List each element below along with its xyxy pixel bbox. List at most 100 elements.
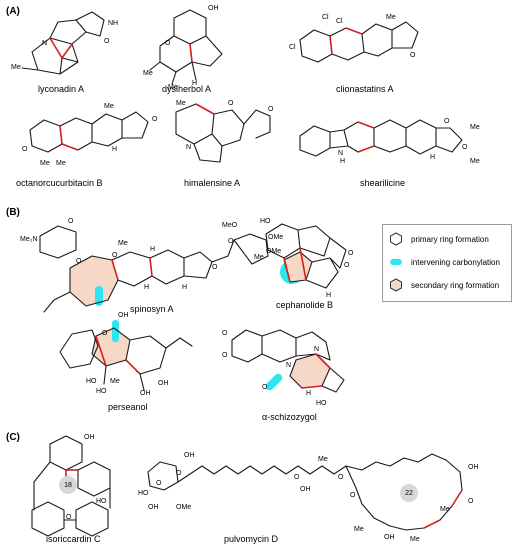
atom-label: H bbox=[182, 284, 188, 291]
atom-label: OMe bbox=[268, 234, 284, 241]
cephanolide-b-structure bbox=[265, 223, 347, 289]
atom-label: O bbox=[156, 480, 162, 487]
atom-label: OH bbox=[148, 504, 159, 511]
atom-label: Me bbox=[410, 536, 420, 543]
atom-label: Me bbox=[440, 506, 450, 513]
legend-item-secondary: secondary ring formation bbox=[389, 277, 499, 293]
atom-label: HO bbox=[96, 498, 107, 505]
schizozygol-secondary-ring-highlight bbox=[290, 354, 330, 388]
atom-label: MeO bbox=[222, 222, 238, 229]
pulvomycin-d-structure bbox=[147, 453, 463, 531]
perseanol-structure bbox=[59, 327, 193, 391]
peach-hexagon-icon bbox=[390, 278, 402, 292]
atom-label: HO bbox=[86, 378, 97, 385]
atom-label: OH bbox=[118, 312, 129, 319]
atom-label: O bbox=[102, 330, 108, 337]
atom-label: O bbox=[176, 470, 182, 477]
atom-label: O bbox=[112, 252, 118, 259]
atom-label: O bbox=[268, 106, 274, 113]
atom-label: O bbox=[66, 514, 72, 521]
spinosyn-a-structure bbox=[39, 225, 269, 313]
atom-label: O bbox=[228, 100, 234, 107]
atom-label: HO bbox=[260, 218, 271, 225]
atom-label: O bbox=[222, 330, 228, 337]
atom-label: N bbox=[186, 144, 192, 151]
atom-label: N bbox=[338, 150, 344, 157]
atom-label: H bbox=[144, 284, 150, 291]
caption-octanorcucurbitacin-b: octanorcucurbitacin B bbox=[16, 178, 103, 188]
schizozygol-carbonyl-highlight bbox=[265, 373, 283, 391]
perseanol-secondary-ring-highlight bbox=[92, 328, 130, 366]
caption-isoriccardin-c: isoriccardin C bbox=[46, 534, 101, 544]
caption-dysiherbol-a: dysiherbol A bbox=[162, 84, 212, 94]
atom-label: Me bbox=[143, 70, 153, 77]
caption-pulvomycin-d: pulvomycin D bbox=[224, 534, 279, 544]
caption-spinosyn-a: spinosyn A bbox=[130, 304, 174, 314]
octanorcucurbitacin-b-structure bbox=[29, 111, 149, 153]
isoriccardin-c-structure bbox=[31, 435, 111, 537]
atom-label: OH bbox=[208, 5, 219, 12]
atom-label: N bbox=[286, 362, 292, 369]
atom-label: Me bbox=[254, 254, 264, 261]
atom-label: Me bbox=[168, 84, 178, 91]
atom-label: O bbox=[294, 474, 300, 481]
spinosyn-carbonyl-highlight bbox=[95, 286, 103, 306]
atom-label: O bbox=[350, 492, 356, 499]
atom-label: O bbox=[410, 52, 416, 59]
caption-cephanolide-b: cephanolide B bbox=[276, 300, 334, 310]
atom-label: O bbox=[76, 258, 82, 265]
clionastatins-a-structure bbox=[299, 21, 419, 63]
atom-label: Me bbox=[470, 158, 480, 165]
atom-label: O bbox=[338, 474, 344, 481]
atom-label: O bbox=[344, 262, 350, 269]
atom-label: Me bbox=[318, 456, 328, 463]
atom-label: OH bbox=[84, 434, 95, 441]
atom-label: H bbox=[150, 246, 156, 253]
atom-label: Me₂N bbox=[20, 236, 38, 243]
shearilicine-structure bbox=[299, 119, 463, 157]
atom-label: OH bbox=[184, 452, 195, 459]
legend-box: primary ring formation intervening carbo… bbox=[382, 224, 512, 302]
atom-label: H bbox=[326, 292, 332, 299]
atom-label: O bbox=[222, 352, 228, 359]
atom-label: Me bbox=[104, 103, 114, 110]
atom-label: Me bbox=[176, 100, 186, 107]
atom-label: O bbox=[228, 238, 234, 245]
atom-label: O bbox=[348, 250, 354, 257]
atom-label: NH bbox=[108, 20, 119, 27]
legend-label: primary ring formation bbox=[411, 234, 489, 244]
legend-item-primary: primary ring formation bbox=[389, 231, 489, 247]
caption-perseanol: perseanol bbox=[108, 402, 148, 412]
atom-label: Cl bbox=[322, 14, 329, 21]
panel-label-b: (B) bbox=[6, 207, 20, 218]
atom-label: Me bbox=[118, 240, 128, 247]
atom-label: Cl bbox=[289, 44, 296, 51]
atom-label: OH bbox=[468, 464, 479, 471]
caption-alpha-schizozygol: α-schizozygol bbox=[262, 412, 317, 422]
caption-clionastatins-a: clionastatins A bbox=[336, 84, 394, 94]
cyan-highlight-icon bbox=[390, 259, 402, 265]
atom-label: H bbox=[192, 80, 198, 87]
atom-label: O bbox=[262, 384, 268, 391]
atom-label: O bbox=[68, 218, 74, 225]
legend-label: intervening carbonylation bbox=[411, 257, 500, 267]
atom-label: N bbox=[314, 346, 320, 353]
atom-label: OMe bbox=[266, 248, 282, 255]
atom-label: O bbox=[165, 40, 171, 47]
ring-size-badge-22: 22 bbox=[400, 484, 418, 502]
atom-label: O bbox=[462, 144, 468, 151]
atom-label: Me bbox=[470, 124, 480, 131]
atom-label: OH bbox=[158, 380, 169, 387]
atom-label: O bbox=[104, 38, 110, 45]
atom-label: O bbox=[444, 118, 450, 125]
atom-label: HO bbox=[96, 388, 107, 395]
schizozygol-structure bbox=[231, 329, 345, 393]
atom-label: H bbox=[430, 154, 436, 161]
atom-label: OH bbox=[384, 534, 395, 541]
atom-label: H bbox=[340, 158, 346, 165]
atom-label: O bbox=[22, 146, 28, 153]
legend-label: secondary ring formation bbox=[411, 280, 500, 290]
caption-shearilicine: shearilicine bbox=[360, 178, 406, 188]
ring-size-badge-18: 18 bbox=[59, 476, 77, 494]
